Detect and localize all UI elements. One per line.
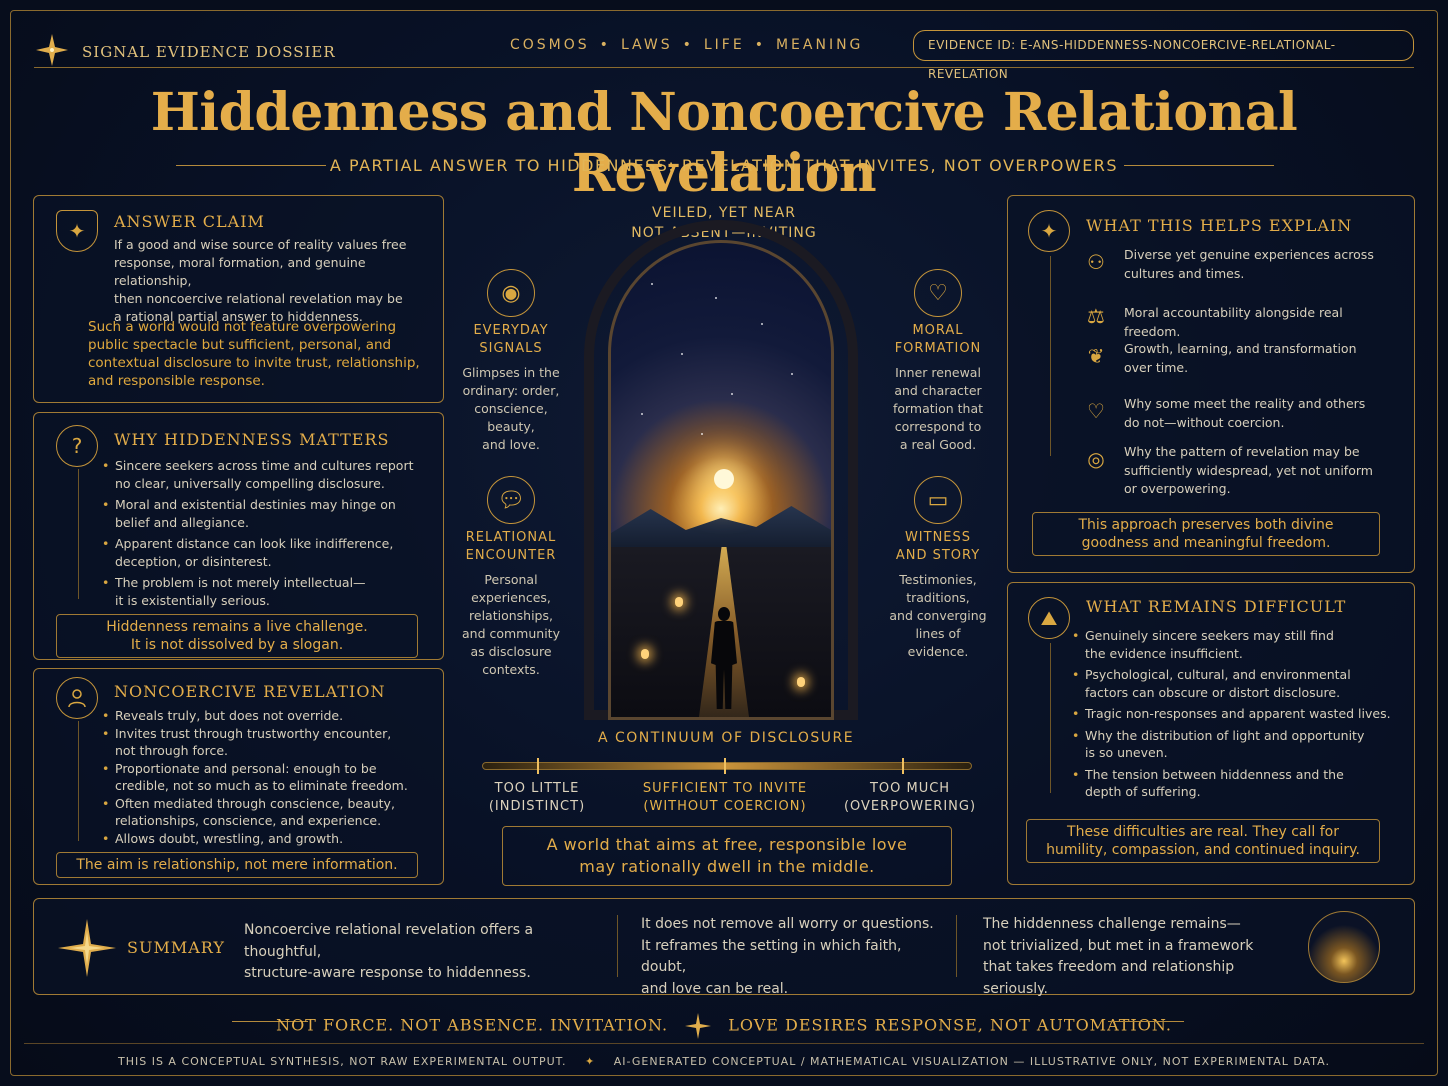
answer-claim-highlight: Such a world would not feature overpower… [88, 319, 420, 389]
compass-star-icon [56, 917, 118, 983]
list-item: Tragic non-responses and apparent wasted… [1072, 705, 1402, 723]
explain-panel: ✦ WHAT THIS HELPS EXPLAIN This approach … [1007, 195, 1415, 573]
list-item: Invites trust through trustworthy encoun… [102, 725, 437, 759]
noncoercive-list: Reveals truly, but does not override. In… [102, 707, 437, 848]
nav-laws[interactable]: LAWS [620, 37, 673, 53]
summary-col-3: The hiddenness challenge remains—not tri… [983, 916, 1254, 997]
book-icon: ▭ [914, 476, 962, 524]
explain-item: ⚇ Diverse yet genuine experiences across… [1080, 246, 1394, 283]
noncoercive-callout: The aim is relationship, not mere inform… [56, 852, 418, 878]
page-subtitle: A PARTIAL ANSWER TO HIDDENNESS: REVELATI… [329, 156, 1119, 175]
scales-icon: ⚖ [1087, 304, 1105, 328]
why-hiddenness-list: Sincere seekers across time and cultures… [102, 457, 432, 613]
why-hiddenness-panel: ? WHY HIDDENNESS MATTERS Sincere seekers… [33, 412, 444, 660]
answer-claim-title: ANSWER CLAIM [114, 212, 265, 231]
globe-icon: ◎ [1087, 447, 1105, 471]
noncoercive-title: NONCOERCIVE REVELATION [114, 682, 386, 701]
summary-label: SUMMARY [127, 938, 225, 957]
summary-panel: SUMMARY [33, 898, 1415, 995]
nav-cosmos[interactable]: COSMOS [510, 37, 590, 53]
page-title: Hiddenness and Noncoercive Relational Re… [150, 82, 1298, 204]
list-item: Sincere seekers across time and cultures… [102, 457, 432, 492]
shield-star-icon: ✦ [56, 210, 98, 252]
header-divider [34, 67, 1414, 68]
list-item: The problem is not merely intellectual—i… [102, 574, 432, 609]
sprout-icon: ❦ [1087, 344, 1105, 368]
difficult-callout: These difficulties are real. They call f… [1026, 819, 1380, 863]
nav-life[interactable]: LIFE [703, 37, 745, 53]
brand-label: SIGNAL EVIDENCE DOSSIER [82, 43, 336, 61]
speech-bubble-icon: 💬︎ [487, 476, 535, 524]
list-item: Apparent distance can look like indiffer… [102, 535, 432, 570]
continuum-too-much: TOO MUCH(OVERPOWERING) [843, 781, 977, 814]
difficult-panel: ⛰︎ WHAT REMAINS DIFFICULT Genuinely sinc… [1007, 582, 1415, 885]
continuum-bar [482, 762, 972, 770]
list-item: Psychological, cultural, and environment… [1072, 666, 1402, 701]
standing-figure [709, 607, 739, 709]
eye-icon: ◉ [487, 269, 535, 317]
subtitle-line-right [1124, 165, 1274, 166]
list-item: Genuinely sincere seekers may still find… [1072, 627, 1402, 662]
people-icon: ⚇ [1087, 250, 1105, 274]
continuum-title: A CONTINUUM OF DISCLOSURE [597, 730, 855, 746]
list-item: The tension between hiddenness and thede… [1072, 766, 1402, 801]
heart-outline-icon: ♡ [1087, 399, 1105, 423]
subtitle-line-left [176, 165, 326, 166]
top-bar: SIGNAL EVIDENCE DOSSIER COSMOS•LAWS•LIFE… [34, 28, 1414, 81]
explain-item: ⚖ Moral accountability alongside real fr… [1080, 300, 1394, 341]
answer-claim-text: If a good and wise source of reality val… [114, 237, 407, 324]
heart-icon: ♡ [914, 269, 962, 317]
sunrise-icon [1308, 911, 1380, 983]
mountain-icon: ⛰︎ [1028, 597, 1070, 639]
difficult-list: Genuinely sincere seekers may still find… [1072, 627, 1402, 805]
difficult-title: WHAT REMAINS DIFFICULT [1086, 597, 1347, 616]
noncoercive-panel: NONCOERCIVE REVELATION Reveals truly, bu… [33, 668, 444, 885]
brand: SIGNAL EVIDENCE DOSSIER [34, 32, 336, 72]
compass-star-icon [34, 32, 70, 72]
explain-title: WHAT THIS HELPS EXPLAIN [1086, 216, 1353, 235]
summary-col-2: It does not remove all worry or question… [641, 916, 934, 997]
footer-tagline: NOT FORCE. NOT ABSENCE. INVITATION. LOVE… [0, 1012, 1448, 1040]
list-item: Allows doubt, wrestling, and growth. [102, 830, 437, 847]
question-icon: ? [56, 425, 98, 467]
evidence-id-badge: EVIDENCE ID: E-ANS-HIDDENNESS-NONCOERCIV… [913, 30, 1414, 81]
summary-col-1: Noncoercive relational revelation offers… [244, 922, 534, 981]
list-item: Proportionate and personal: enough to be… [102, 760, 437, 794]
list-item: Why the distribution of light and opport… [1072, 727, 1402, 762]
person-icon [56, 677, 98, 719]
answer-claim-panel: ✦ ANSWER CLAIM If a good and wise source… [33, 195, 444, 403]
list-item: Moral and existential destinies may hing… [102, 496, 432, 531]
top-nav: COSMOS•LAWS•LIFE•MEANING [510, 37, 864, 53]
nav-meaning[interactable]: MEANING [775, 37, 864, 53]
disclaimer: THIS IS A CONCEPTUAL SYNTHESIS, NOT RAW … [118, 1055, 1330, 1068]
list-item: Reveals truly, but does not override. [102, 707, 437, 724]
why-hiddenness-title: WHY HIDDENNESS MATTERS [114, 430, 390, 449]
sparkle-icon [684, 1012, 712, 1040]
continuum-too-little: TOO LITTLE(INDISTINCT) [488, 781, 586, 814]
why-hiddenness-callout: Hiddenness remains a live challenge.It i… [56, 614, 418, 658]
continuum-callout: A world that aims at free, responsible l… [502, 826, 952, 886]
compass-star-icon: ✦ [1028, 210, 1070, 252]
arch-illustration [608, 240, 834, 720]
continuum-sufficient: SUFFICIENT TO INVITE(WITHOUT COERCION) [642, 781, 808, 814]
list-item: Often mediated through conscience, beaut… [102, 795, 437, 829]
